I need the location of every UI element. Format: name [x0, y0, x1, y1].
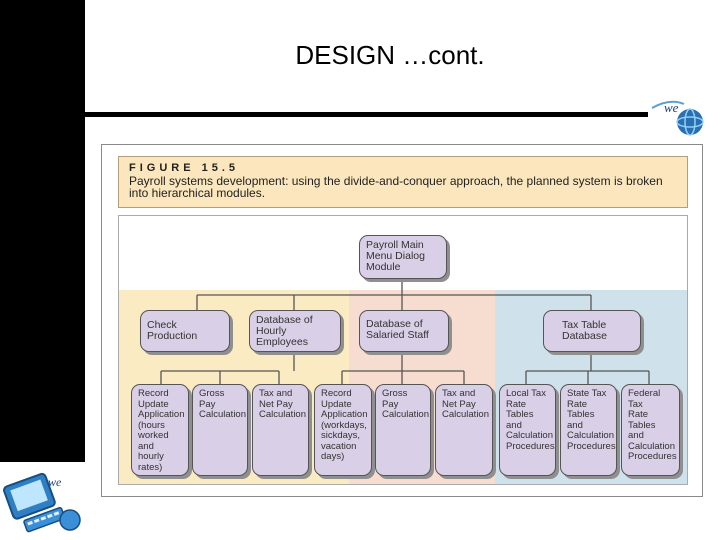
- figure-label: FIGURE 15.5: [129, 162, 240, 174]
- node-label: Gross Pay Calculation: [199, 388, 246, 420]
- node-label: Record Update Application (hours worked …: [138, 388, 185, 473]
- node-payroll-main-menu: Payroll Main Menu Dialog Module: [359, 235, 447, 279]
- figure-caption-box: FIGURE 15.5 Payroll systems development:…: [118, 156, 688, 208]
- logo-top-text: we: [664, 100, 679, 115]
- connector-lines: [160, 279, 650, 384]
- node-label: Tax and Net Pay Calculation: [259, 388, 306, 420]
- node-label: Tax and Net Pay Calculation: [442, 388, 489, 420]
- left-black-bar: [0, 0, 85, 462]
- node-label: Payroll Main Menu Dialog Module: [366, 239, 425, 273]
- node-check-production: Check Production: [140, 310, 230, 352]
- node-label: Database of Salaried Staff: [366, 318, 429, 341]
- node-gross-pay-hourly: Gross Pay Calculation: [192, 384, 248, 476]
- globe-logo-icon: we: [651, 100, 704, 136]
- node-tax-net-pay-salaried: Tax and Net Pay Calculation: [435, 384, 493, 476]
- node-label: Database of Hourly Employees: [256, 314, 313, 348]
- logo-bottom-text: we: [48, 475, 62, 489]
- node-gross-pay-salaried: Gross Pay Calculation: [375, 384, 431, 476]
- slide-title: DESIGN …cont.: [295, 40, 485, 70]
- hierarchy-diagram: Payroll Main Menu Dialog Module Check Pr…: [118, 215, 688, 485]
- title-rule: [85, 112, 648, 117]
- node-label: Check Production: [147, 319, 198, 342]
- node-tax-table-database: Tax Table Database: [543, 310, 641, 352]
- computer-logo-icon: we: [3, 472, 81, 533]
- figure-caption: Payroll systems development: using the d…: [129, 174, 663, 200]
- node-federal-tax: Federal Tax Rate Tables and Calculation …: [621, 384, 680, 476]
- node-state-tax: State Tax Rate Tables and Calculation Pr…: [560, 384, 617, 476]
- node-record-update-salaried: Record Update Application (workdays, sic…: [314, 384, 372, 476]
- node-label: Record Update Application (workdays, sic…: [321, 388, 368, 462]
- node-local-tax: Local Tax Rate Tables and Calculation Pr…: [499, 384, 556, 476]
- node-label: State Tax Rate Tables and Calculation Pr…: [567, 388, 616, 452]
- node-label: Tax Table Database: [562, 319, 607, 342]
- node-tax-net-pay-hourly: Tax and Net Pay Calculation: [252, 384, 309, 476]
- node-salaried-database: Database of Salaried Staff: [359, 310, 449, 352]
- node-hourly-database: Database of Hourly Employees: [249, 310, 341, 352]
- node-label: Local Tax Rate Tables and Calculation Pr…: [506, 388, 555, 452]
- node-label: Federal Tax Rate Tables and Calculation …: [628, 388, 677, 462]
- node-record-update-hourly: Record Update Application (hours worked …: [131, 384, 189, 476]
- node-label: Gross Pay Calculation: [382, 388, 429, 420]
